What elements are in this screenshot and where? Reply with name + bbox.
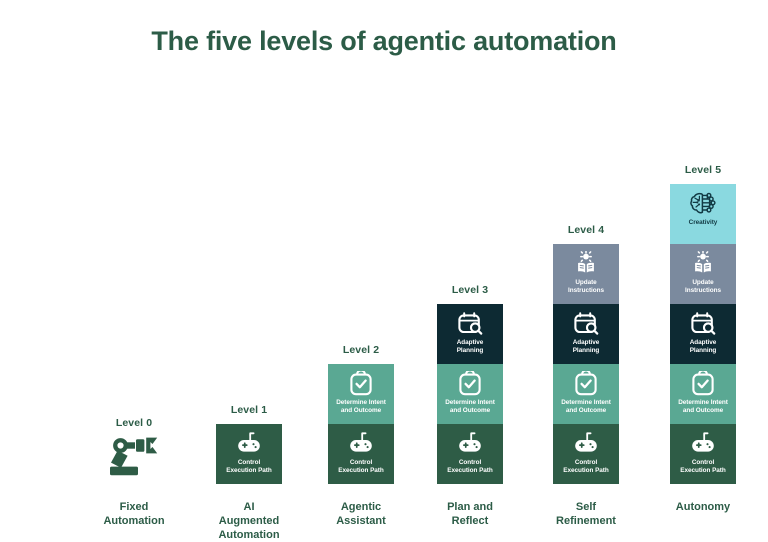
- capability-label-intent: Determine Intent and Outcome: [678, 399, 728, 415]
- capability-stack-4: Update Instructions Adaptive Planning De…: [553, 244, 619, 484]
- book-lightbulb-icon: [573, 250, 599, 277]
- capability-label-intent: Determine Intent and Outcome: [445, 399, 495, 415]
- capability-stack-1: Control Execution Path: [216, 424, 282, 484]
- gamepad-icon: [348, 430, 374, 457]
- capability-segment-update[interactable]: Update Instructions: [553, 244, 619, 304]
- calendar-search-icon: [690, 310, 716, 337]
- clipboard-check-icon: [349, 370, 373, 397]
- clipboard-check-icon: [458, 370, 482, 397]
- capability-label-update: Update Instructions: [568, 279, 604, 295]
- capability-segment-control[interactable]: Control Execution Path: [437, 424, 503, 484]
- capability-label-control: Control Execution Path: [338, 459, 384, 475]
- capability-label-intent: Determine Intent and Outcome: [561, 399, 611, 415]
- capability-segment-control[interactable]: Control Execution Path: [670, 424, 736, 484]
- level-column-2[interactable]: Level 2 Determine Intent and Outcome Con…: [302, 80, 420, 527]
- book-lightbulb-icon: [690, 250, 716, 277]
- clipboard-check-icon: [691, 370, 715, 397]
- level-number-label-2: Level 2: [342, 344, 380, 356]
- capability-segment-adaptive[interactable]: Adaptive Planning: [553, 304, 619, 364]
- level-name-label-1: AI Augmented Automation: [218, 501, 280, 541]
- calendar-search-icon: [573, 310, 599, 337]
- capability-label-control: Control Execution Path: [680, 459, 726, 475]
- capability-segment-adaptive[interactable]: Adaptive Planning: [670, 304, 736, 364]
- capability-segment-adaptive[interactable]: Adaptive Planning: [437, 304, 503, 364]
- gamepad-icon: [690, 430, 716, 457]
- capability-label-creativity: Creativity: [688, 219, 718, 226]
- clipboard-check-icon: [574, 370, 598, 397]
- level-column-3[interactable]: Level 3 Adaptive Planning Determine Inte…: [411, 80, 529, 527]
- brain-circuit-icon: [689, 190, 717, 217]
- capability-label-intent: Determine Intent and Outcome: [336, 399, 386, 415]
- capability-stack-3: Adaptive Planning Determine Intent and O…: [437, 304, 503, 484]
- capability-segment-creativity[interactable]: Creativity: [670, 184, 736, 244]
- level-number-label-3: Level 3: [451, 284, 489, 296]
- gamepad-icon: [573, 430, 599, 457]
- capability-segment-intent[interactable]: Determine Intent and Outcome: [553, 364, 619, 424]
- capability-segment-intent[interactable]: Determine Intent and Outcome: [670, 364, 736, 424]
- level-number-label-5: Level 5: [684, 164, 722, 176]
- level-name-label-5: Autonomy: [675, 501, 731, 513]
- capability-label-control: Control Execution Path: [447, 459, 493, 475]
- gamepad-icon: [457, 430, 483, 457]
- calendar-search-icon: [457, 310, 483, 337]
- capability-label-adaptive: Adaptive Planning: [456, 339, 484, 355]
- capability-segment-control[interactable]: Control Execution Path: [553, 424, 619, 484]
- capability-segment-intent[interactable]: Determine Intent and Outcome: [328, 364, 394, 424]
- capability-label-update: Update Instructions: [685, 279, 721, 295]
- level-column-0[interactable]: Level 0 Fixed Automation: [75, 80, 193, 527]
- capability-stack-5: Creativity Update Instructions Adaptive …: [670, 184, 736, 484]
- capability-label-control: Control Execution Path: [226, 459, 272, 475]
- level-name-label-3: Plan and Reflect: [447, 501, 493, 527]
- level-name-label-4: Self Refinement: [556, 501, 616, 527]
- capability-segment-control[interactable]: Control Execution Path: [216, 424, 282, 484]
- level-name-label-0: Fixed Automation: [103, 501, 165, 527]
- capability-label-adaptive: Adaptive Planning: [689, 339, 717, 355]
- capability-label-adaptive: Adaptive Planning: [572, 339, 600, 355]
- capability-stack-2: Determine Intent and Outcome Control Exe…: [328, 364, 394, 484]
- level-column-1[interactable]: Level 1 Control Execution Path AI Augment…: [190, 80, 308, 541]
- capability-segment-intent[interactable]: Determine Intent and Outcome: [437, 364, 503, 424]
- level-number-label-4: Level 4: [567, 224, 605, 236]
- capability-label-control: Control Execution Path: [563, 459, 609, 475]
- level-column-5[interactable]: Level 5 Creativity Update Instructions: [644, 80, 762, 513]
- gamepad-icon: [236, 430, 262, 457]
- level-number-label-1: Level 1: [230, 404, 268, 416]
- page-title: The five levels of agentic automation: [151, 26, 617, 56]
- level-column-4[interactable]: Level 4 Update Instructions Adaptive Pla…: [527, 80, 645, 527]
- capability-segment-control[interactable]: Control Execution Path: [328, 424, 394, 484]
- level-number-label-0: Level 0: [115, 417, 153, 429]
- robot-arm-icon: [101, 432, 167, 482]
- capability-segment-update[interactable]: Update Instructions: [670, 244, 736, 304]
